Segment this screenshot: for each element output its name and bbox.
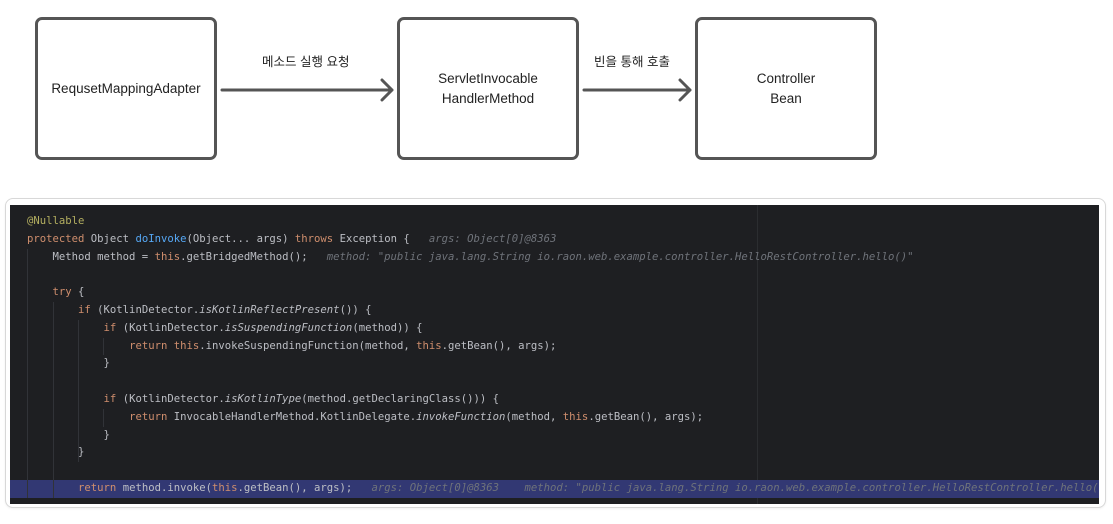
code-text: (Object... args)	[186, 232, 295, 245]
right-margin-guide	[757, 205, 758, 504]
code-line: }	[10, 444, 1099, 462]
indent-guide	[27, 248, 28, 498]
node-label: Controller	[756, 70, 816, 86]
code-line: protected Object doInvoke(Object... args…	[10, 231, 1099, 249]
node-label: HandlerMethod	[441, 90, 535, 106]
code-keyword: throws	[294, 232, 340, 245]
code-keyword: this	[173, 339, 200, 352]
code-keyword: return	[129, 339, 174, 352]
code-line	[10, 373, 1099, 391]
code-keyword: this	[562, 410, 589, 423]
code-text: {	[78, 286, 85, 299]
code-text: ()) {	[339, 303, 372, 316]
edge-label-invoke-via-bean: 빈을 통해 호출	[594, 55, 670, 69]
code-text: method.invoke(	[122, 481, 212, 494]
code-keyword: this	[211, 481, 238, 494]
code-text: .getBean(), args);	[441, 339, 557, 352]
code-line	[10, 462, 1099, 480]
code-text: Exception {	[339, 232, 410, 245]
code-keyword: try	[52, 286, 79, 299]
indent-guide	[103, 408, 104, 427]
code-line: if (KotlinDetector.isKotlinType(method.g…	[10, 391, 1099, 409]
code-static-call: isSuspendingFunction	[224, 321, 353, 334]
code-line-current-execution: return method.invoke(this.getBean(), arg…	[10, 479, 1099, 498]
debug-inline-hint: args: Object[0]@8363 method: "public jav…	[352, 481, 1099, 494]
indent-guide	[53, 302, 54, 498]
code-text	[27, 393, 104, 405]
code-static-call: invokeFunction	[416, 410, 506, 423]
code-text: }	[27, 357, 110, 370]
code-static-call: isKotlinReflectPresent	[199, 303, 340, 316]
code-text: (method.getDeclaringClass())) {	[301, 392, 500, 405]
node-label: ServletInvocable	[438, 70, 538, 86]
code-keyword: return	[78, 481, 123, 494]
code-line: if (KotlinDetector.isSuspendingFunction(…	[10, 320, 1099, 338]
indent-guide	[103, 337, 104, 356]
code-keyword: if	[103, 321, 123, 334]
code-keyword: this	[416, 339, 442, 352]
code-lines: @Nullable protected Object doInvoke(Objec…	[10, 213, 1099, 498]
arrow-handler-to-controller	[582, 78, 692, 102]
code-editor: @Nullable protected Object doInvoke(Objec…	[10, 205, 1099, 504]
code-line	[10, 266, 1099, 284]
code-text: (KotlinDetector.	[122, 392, 225, 405]
code-line: @Nullable	[10, 213, 1099, 231]
code-line: }	[10, 427, 1099, 445]
code-keyword: if	[103, 392, 123, 405]
code-text	[27, 322, 104, 334]
code-text: (method)) {	[352, 321, 423, 334]
code-keyword: this	[154, 250, 181, 263]
code-method-name: doInvoke	[135, 232, 187, 245]
code-line: if (KotlinDetector.isKotlinReflectPresen…	[10, 302, 1099, 320]
code-text: }	[27, 446, 85, 459]
code-text: InvocableHandlerMethod.KotlinDelegate.	[173, 410, 417, 423]
indent-guide	[78, 319, 79, 463]
debug-inline-hint: args: Object[0]@8363	[409, 232, 557, 245]
code-keyword: protected	[27, 232, 91, 245]
code-line: Method method = this.getBridgedMethod();…	[10, 249, 1099, 267]
code-line: return InvocableHandlerMethod.KotlinDele…	[10, 409, 1099, 427]
code-text	[27, 286, 53, 298]
code-static-call: isKotlinType	[224, 392, 302, 405]
code-text: (KotlinDetector.	[122, 321, 225, 334]
node-label: Bean	[770, 90, 802, 106]
code-text: .getBean(), args);	[588, 410, 704, 423]
code-text: Object	[90, 232, 136, 245]
code-text: .invokeSuspendingFunction(method,	[199, 339, 417, 352]
code-line: try {	[10, 284, 1099, 302]
edge-label-method-call-request: 메소드 실행 요청	[262, 55, 350, 69]
node-request-mapping-adapter: RequsetMappingAdapter	[35, 17, 217, 160]
debug-inline-hint: method: "public java.lang.String io.raon…	[307, 250, 914, 263]
code-text: Method method =	[27, 250, 155, 263]
code-keyword: if	[78, 303, 98, 316]
code-text: .getBridgedMethod();	[180, 250, 308, 263]
arrow-adapter-to-handler	[220, 78, 394, 102]
code-line: return this.invokeSuspendingFunction(met…	[10, 338, 1099, 356]
code-annotation: @Nullable	[27, 215, 85, 227]
code-text: (method,	[505, 410, 563, 423]
code-text: }	[27, 428, 110, 441]
code-keyword: return	[129, 410, 174, 423]
node-label: RequsetMappingAdapter	[51, 80, 201, 96]
code-text: .getBean(), args);	[237, 481, 353, 494]
code-text: (KotlinDetector.	[97, 303, 200, 316]
code-line: }	[10, 355, 1099, 373]
